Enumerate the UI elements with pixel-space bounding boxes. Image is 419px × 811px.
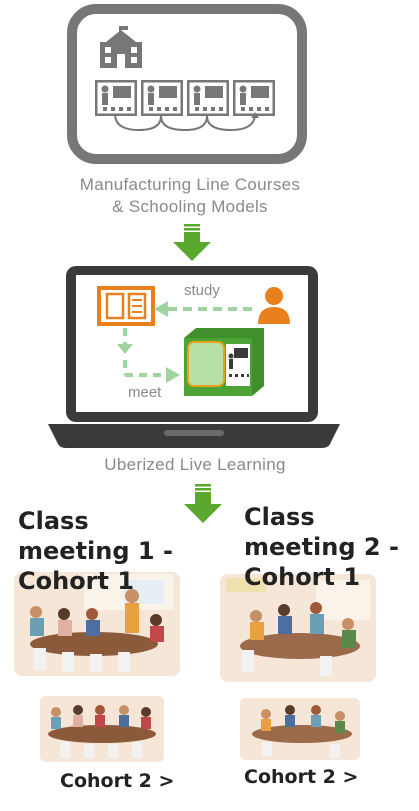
meeting-1-cohort-2-label: Cohort 2 > [60,770,175,792]
down-arrow-icon [173,224,211,262]
meeting-1-heading-line-1: Class [18,507,89,535]
meet-flow-arrow [116,326,180,386]
meet-label: meet [128,384,162,401]
cohort2-meeting2-illustration [240,696,360,762]
study-flow-arrow [154,300,258,318]
schooling-models-panel [67,4,307,164]
meeting-2-cohort-2-label: Cohort 2 > [244,766,359,788]
classroom-icon [233,80,275,116]
schooling-caption: Manufacturing Line Courses & Schooling M… [40,174,340,218]
cohort1-meeting2-illustration [220,570,376,684]
person-icon [256,286,292,324]
cohort1-meeting1-illustration [14,566,180,680]
down-arrow-icon [184,484,222,524]
meeting-2-heading-line-2: meeting 2 - [244,533,399,561]
school-building-icon [98,26,144,70]
classroom-cube-icon [174,326,266,398]
book-icon [97,286,155,326]
classroom-icon [141,80,183,116]
caption-line-2: & Schooling Models [112,197,268,216]
classroom-connector-arcs [95,112,280,136]
meeting-1-heading-line-3: Cohort 1 [18,567,135,595]
meeting-2-heading: Class meeting 2 - Cohort 1 [244,502,399,592]
meeting-1-heading: Class meeting 1 - Cohort 1 [18,506,173,596]
classroom-icon [187,80,229,116]
cohort2-meeting1-illustration [40,694,164,764]
study-label: study [184,282,220,299]
meeting-2-heading-line-1: Class [244,503,315,531]
caption-line-1: Manufacturing Line Courses [79,175,301,194]
meeting-2-heading-line-3: Cohort 1 [244,563,361,591]
meeting-1-heading-line-2: meeting 1 - [18,537,173,565]
uberized-caption: Uberized Live Learning [104,455,286,474]
classroom-icon [95,80,137,116]
